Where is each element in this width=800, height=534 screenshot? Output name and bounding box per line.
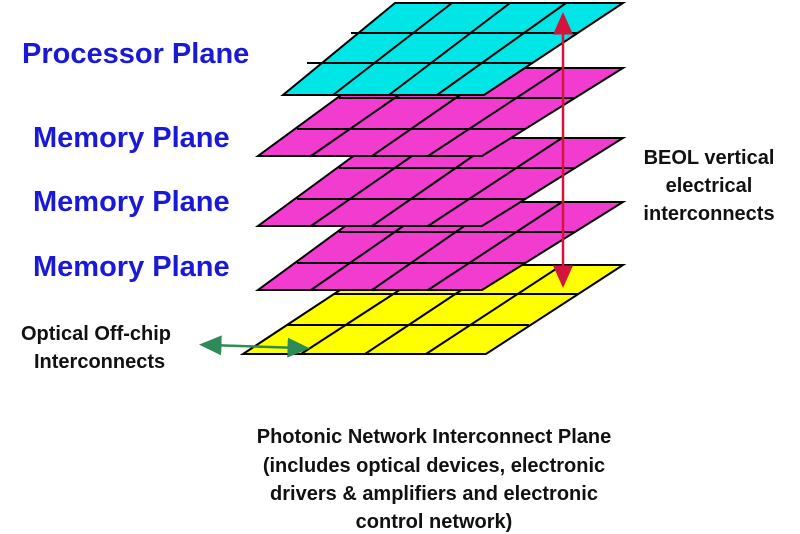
memory-plane-label-1: Memory Plane [33,122,230,154]
beol-label-line1: BEOL vertical [644,147,775,169]
photonic-network-plane [239,264,627,355]
memory-plane-2-face [254,137,627,227]
photonic-plane-grid [287,264,578,355]
processor-plane-label: Processor Plane [22,38,249,70]
processor-plane-grid [307,2,577,96]
processor-plane [280,2,627,96]
optical-offchip-label-line1: Optical Off-chip [21,323,171,345]
double-headed-horizontal-arrow-icon [199,335,310,358]
memory-plane-label-2: Memory Plane [33,186,230,218]
caption-line1: Photonic Network Interconnect Plane [257,426,612,448]
caption-line4: control network) [356,511,513,533]
caption-line2: (includes optical devices, electronic [263,455,605,477]
optical-offchip-label-line2: Interconnects [34,351,165,373]
beol-label-line3: interconnects [643,203,774,225]
beol-label-line2: electrical [666,175,753,197]
memory-plane-label-3: Memory Plane [33,251,230,283]
caption-line3: drivers & amplifiers and electronic [270,483,598,505]
